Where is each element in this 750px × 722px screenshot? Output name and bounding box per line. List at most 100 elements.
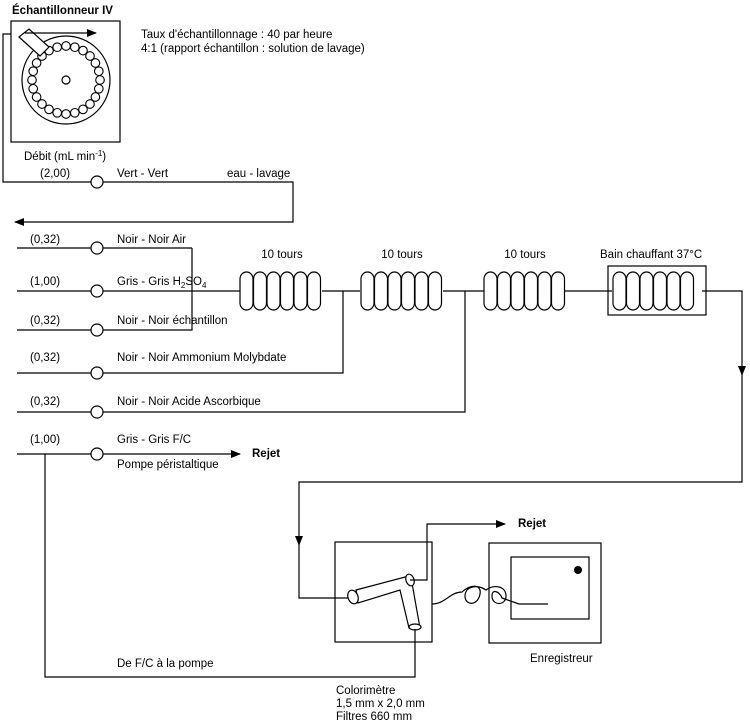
sampler-probe (18, 28, 50, 57)
line-3-label-a: Gris - Gris H (117, 276, 181, 288)
coil-loop (666, 271, 681, 311)
line-6-rate: (0,32) (30, 396, 60, 408)
wash-tube (2, 33, 294, 226)
coil-loop (266, 271, 281, 311)
coil-loop (306, 271, 322, 311)
signal-cable (431, 585, 548, 605)
waste-label-1: Rejet (252, 448, 280, 460)
coil-2-label: 10 tours (381, 249, 423, 261)
coil-loop (279, 271, 295, 311)
coil-loop (510, 271, 525, 311)
sample-cup (52, 42, 63, 53)
acid-line: (1,00) Gris - Gris H2SO4 (17, 276, 240, 298)
recorder-screen (510, 556, 590, 620)
sample-cup (90, 92, 101, 102)
coil-2 (360, 271, 443, 311)
sampling-rate: Taux d'échantillonnage : 40 par heure (141, 29, 332, 41)
return-label: De F/C à la pompe (117, 658, 214, 670)
line-6-label: Noir - Noir Acide Ascorbique (117, 396, 261, 408)
sample-cup (31, 92, 42, 102)
coil-loop (239, 271, 254, 311)
coil-3-label: 10 tours (504, 249, 546, 261)
sample-cup (78, 45, 88, 56)
flow-header-prefix: Débit (mL min (24, 151, 95, 163)
sample-cup (61, 109, 71, 119)
colorimeter-box (334, 541, 433, 643)
colorimeter-cell: 1,5 mm x 2,0 mm (336, 698, 425, 710)
colorimeter: Rejet Colorimètre 1,5 mm x 2,0 mm Filtre… (298, 518, 546, 722)
colorimeter-filter: Filtres 660 mm (336, 711, 412, 722)
flow-header-suffix: ) (102, 151, 106, 163)
heating-bath: Bain chauffant 37°C (295, 249, 746, 546)
line-4-rate: (0,32) (30, 315, 60, 327)
sample-cup (28, 66, 39, 77)
coil-loop (679, 271, 695, 311)
coil-loop (550, 271, 566, 311)
pump-roller-4 (90, 323, 104, 337)
line-1-rate: (2,00) (40, 168, 70, 180)
tray-center (61, 75, 71, 85)
return-tube (44, 454, 416, 678)
coil-loop (414, 271, 429, 311)
line-1-extra: eau - lavage (227, 168, 290, 180)
sample-cups (27, 41, 105, 119)
recorder-dot (574, 566, 582, 574)
sample-cup (93, 83, 104, 94)
bath-outlet (702, 290, 746, 376)
line-3-sub: 2 (181, 281, 186, 290)
colorimeter-name: Colorimètre (336, 685, 395, 697)
sampling-ratio: 4:1 (rapport échantillon : solution de l… (141, 43, 365, 55)
coil-loop (360, 271, 375, 311)
recorder-box (488, 542, 602, 644)
sample-tube (17, 291, 193, 331)
line-3-sub2: 4 (202, 281, 207, 290)
coil-loop (373, 271, 389, 311)
coil-loop (400, 271, 416, 311)
sample-cup (78, 104, 88, 115)
line-3-label: Gris - Gris H2SO4 (117, 276, 207, 290)
line-7-rate: (1,00) (30, 434, 60, 446)
sample-cup (93, 66, 104, 77)
air-line: (0,32) Noir - Noir Air (17, 234, 192, 255)
pump-roller-5 (90, 366, 104, 380)
sample-tray (21, 35, 111, 125)
coil-loop (483, 271, 498, 311)
line-3-rate: (1,00) (30, 276, 60, 288)
colorimeter-outlet (410, 520, 506, 581)
sample-cup (44, 104, 54, 115)
sample-cup (85, 99, 95, 109)
pump-roller-1 (90, 175, 104, 189)
sample-cup (85, 51, 95, 61)
flow-cell-end-left (347, 589, 359, 605)
return-line: De F/C à la pompe (44, 454, 416, 678)
ascorbic-line: (0,32) Noir - Noir Acide Ascorbique (17, 291, 466, 419)
sample-cup (95, 75, 105, 85)
molybdate-line: (0,32) Noir - Noir Ammonium Molybdate (17, 291, 344, 380)
sample-cup (90, 58, 101, 68)
coil-loop (625, 271, 641, 311)
line-4-label: Noir - Noir échantillon (117, 315, 228, 327)
line-5-label: Noir - Noir Ammonium Molybdate (117, 352, 286, 364)
coil-loop (293, 271, 308, 311)
coil-loop (523, 271, 539, 311)
line-3-label-b: SO (185, 276, 202, 288)
recorder-label: Enregistreur (530, 653, 593, 665)
flow-header-sup: -1 (95, 149, 103, 158)
line-5-rate: (0,32) (30, 352, 60, 364)
coil-3 (483, 271, 566, 311)
waste-label-2: Rejet (518, 518, 546, 530)
sampler: Échantillonneur IV Taux d'échantillonnag… (10, 4, 365, 163)
molybdate-tube (17, 291, 344, 374)
sample-cup (61, 41, 71, 51)
coil-loop (252, 271, 268, 311)
pump-roller-7 (90, 447, 104, 461)
fc-line: (1,00) Gris - Gris F/C Rejet Pompe péris… (17, 434, 280, 471)
bath-coil (612, 271, 695, 311)
sampler-title: Échantillonneur IV (12, 4, 113, 17)
coil-loop (537, 271, 552, 311)
ascorbic-tube (17, 291, 466, 413)
coil-loop (652, 271, 668, 311)
line-2-rate: (0,32) (30, 234, 60, 246)
